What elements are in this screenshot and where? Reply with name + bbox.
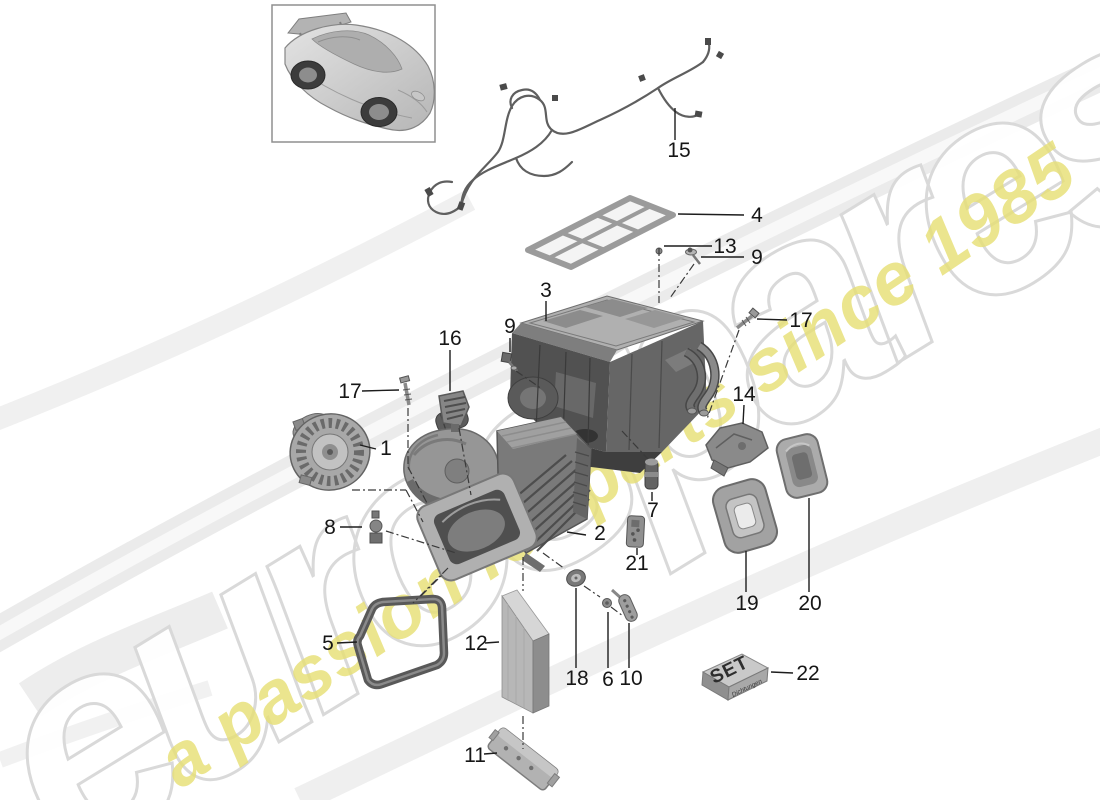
part-figure-bolt-17-right — [735, 307, 760, 330]
part-figure-wiring-harness — [424, 38, 725, 216]
part-figure-nut — [602, 598, 612, 608]
callout-8[interactable]: 8 — [324, 516, 336, 539]
callout-13[interactable]: 13 — [713, 235, 736, 258]
part-figure-resistor — [438, 390, 470, 432]
callout-14[interactable]: 14 — [732, 383, 756, 406]
part-figure-intake-housing — [403, 407, 592, 582]
callout-5[interactable]: 5 — [322, 632, 334, 655]
callout-20[interactable]: 20 — [798, 592, 821, 615]
callout-1[interactable]: 1 — [380, 437, 392, 460]
part-figure-evaporator — [501, 589, 550, 714]
callout-10[interactable]: 10 — [619, 667, 642, 690]
callout-15[interactable]: 15 — [667, 139, 690, 162]
callout-11[interactable]: 11 — [464, 744, 486, 767]
part-figure-sleeve — [711, 478, 779, 554]
part-figure-retainer — [625, 515, 646, 548]
part-figure-grommet — [566, 569, 586, 587]
part-figure-cap — [775, 433, 829, 499]
callout-19[interactable]: 19 — [735, 592, 758, 615]
part-figure-valve — [369, 510, 383, 544]
callout-18[interactable]: 18 — [565, 667, 588, 690]
part-figure-seal-kit-box: SET Dichtungen — [701, 652, 770, 701]
callout-12[interactable]: 12 — [464, 632, 487, 655]
car-thumbnail-box — [271, 4, 436, 143]
car-illustration — [284, 12, 435, 132]
assembly-lines — [352, 248, 740, 749]
part-figure-support-bracket — [705, 422, 769, 477]
part-figure-screw-9-left — [500, 351, 518, 372]
part-figure-gasket — [353, 594, 449, 690]
part-figure-stud-plate — [610, 588, 638, 622]
leader-lines — [336, 108, 810, 755]
callout-17-right[interactable]: 17 — [789, 309, 812, 332]
callout-16[interactable]: 16 — [438, 327, 461, 350]
callout-3[interactable]: 3 — [540, 279, 552, 302]
part-figure-screw-9-right — [685, 247, 701, 265]
callout-17-left[interactable]: 17 — [338, 380, 361, 403]
callout-4[interactable]: 4 — [751, 204, 763, 227]
callout-6[interactable]: 6 — [602, 668, 614, 691]
callout-21[interactable]: 21 — [625, 552, 648, 575]
part-figure-bolt-17-left — [399, 375, 413, 406]
part-figure-sensor — [644, 458, 659, 490]
part-figure-bracket-plate — [487, 727, 561, 791]
callout-22[interactable]: 22 — [796, 662, 819, 685]
callout-7[interactable]: 7 — [647, 499, 659, 522]
callout-2[interactable]: 2 — [594, 522, 606, 545]
part-figure-blower-motor — [289, 412, 371, 491]
part-figure-filter-frame — [525, 195, 676, 270]
callout-9-left[interactable]: 9 — [504, 315, 516, 338]
callout-9-right[interactable]: 9 — [751, 246, 763, 269]
